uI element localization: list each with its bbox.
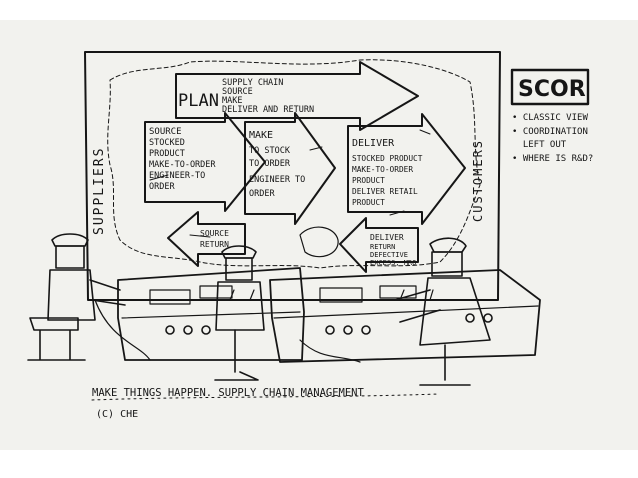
make-title: MAKE [249,130,273,141]
deliver-title: DELIVER [352,138,395,149]
plan-arrow [175,61,419,131]
caption: MAKE THINGS HAPPEN. SUPPLY CHAIN MANAGEM… [92,387,365,399]
scor-bullet-2: • COORDINATION [512,127,588,137]
deliver-line-5: PRODUCT [352,198,385,207]
make-line-3: ENGINEER TO [249,175,305,185]
map-board [84,51,501,301]
make-line-4: ORDER [249,189,275,199]
source-return-line-1: SOURCE [200,229,229,238]
deliver-line-2: MAKE-TO-ORDER [352,165,413,174]
source-line-3: MAKE-TO-ORDER [149,160,216,170]
robot-operator-right [394,237,491,386]
scor-bullet-1: • CLASSIC VIEW [512,113,588,123]
source-line-2: PRODUCT [149,149,185,159]
credit: (C) CHE [96,409,138,420]
deliver-return-line-3: EXCESS, MRO [370,259,416,267]
deliver-line-3: PRODUCT [352,176,385,185]
source-return-arrow [167,211,246,267]
deliver-line-4: DELIVER RETAIL [352,187,418,196]
plan-title: PLAN [178,91,219,111]
robot-operator-center [214,245,265,381]
source-line-4: ENGINEER-TO [149,171,205,181]
scor-logo-box [510,68,590,106]
control-console-left [117,267,305,361]
deliver-return-arrow [339,217,419,273]
deliver-return-line-2: DEFECTIVE [370,251,408,259]
deliver-line-1: STOCKED PRODUCT [352,154,423,163]
map-continent-outline [107,59,481,269]
deliver-return-title: DELIVER [370,233,404,242]
control-console-right [269,269,541,363]
source-return-line-2: RETURN [200,240,229,249]
source-line-1: STOCKED [149,138,185,148]
plan-line-1: SUPPLY CHAIN [222,78,283,88]
plan-line-3: MAKE [222,96,242,106]
deliver-arrow [347,113,466,225]
make-line-1: TO STOCK [249,146,291,156]
make-arrow [244,112,336,225]
deliver-return-line-1: RETURN [370,243,395,251]
scor-bullet-3: LEFT OUT [512,140,567,150]
robot-operator-left [27,233,126,361]
suppliers-label: SUPPLIERS [92,147,107,235]
paper-sheet [0,20,638,450]
make-line-2: TO ORDER [249,159,291,169]
customers-label: CUSTOMERS [471,139,485,222]
scor-logo-text: SCOR [518,77,586,102]
plan-line-4: DELIVER AND RETURN [222,105,314,115]
source-title: SOURCE [149,127,182,137]
plan-line-2: SOURCE [222,87,253,97]
source-line-5: ORDER [149,182,175,192]
scor-bullet-4: • WHERE IS R&D? [512,154,593,164]
